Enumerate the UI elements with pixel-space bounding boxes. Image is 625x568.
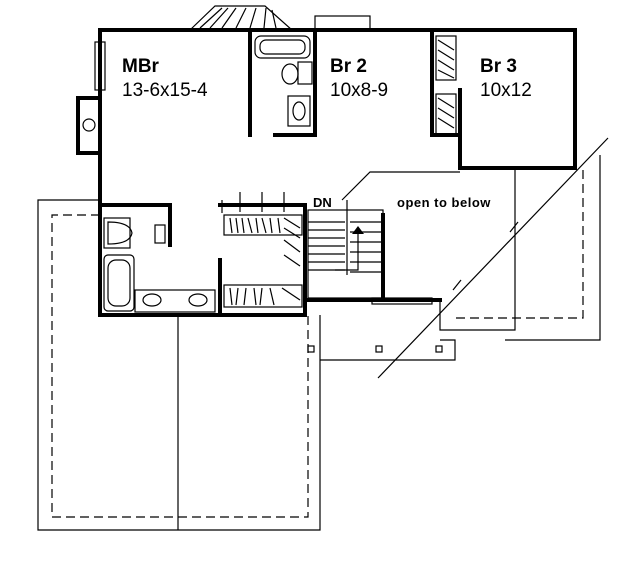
hall-bath-fixtures bbox=[254, 35, 313, 127]
open-to-below-label: open to below bbox=[397, 195, 491, 210]
room-size-master: 13-6x15-4 bbox=[122, 80, 208, 101]
post-markers bbox=[307, 345, 443, 353]
stair-down-label: DN bbox=[313, 195, 332, 210]
staircase bbox=[307, 171, 460, 299]
railing bbox=[371, 213, 433, 305]
section-line bbox=[377, 137, 609, 379]
chimney bbox=[76, 96, 102, 155]
interior-walls bbox=[98, 28, 462, 317]
room-name-br3: Br 3 bbox=[480, 56, 517, 77]
roof-outline bbox=[37, 155, 601, 531]
room-name-master: MBr bbox=[122, 56, 160, 77]
side-window bbox=[94, 41, 106, 91]
window-br2 bbox=[314, 15, 371, 31]
master-bath-fixtures bbox=[103, 217, 216, 313]
dormer-window bbox=[188, 5, 294, 31]
closets bbox=[221, 35, 457, 308]
room-size-br3: 10x12 bbox=[480, 80, 532, 101]
room-name-br2: Br 2 bbox=[330, 56, 367, 77]
room-size-br2: 10x8-9 bbox=[330, 80, 388, 101]
